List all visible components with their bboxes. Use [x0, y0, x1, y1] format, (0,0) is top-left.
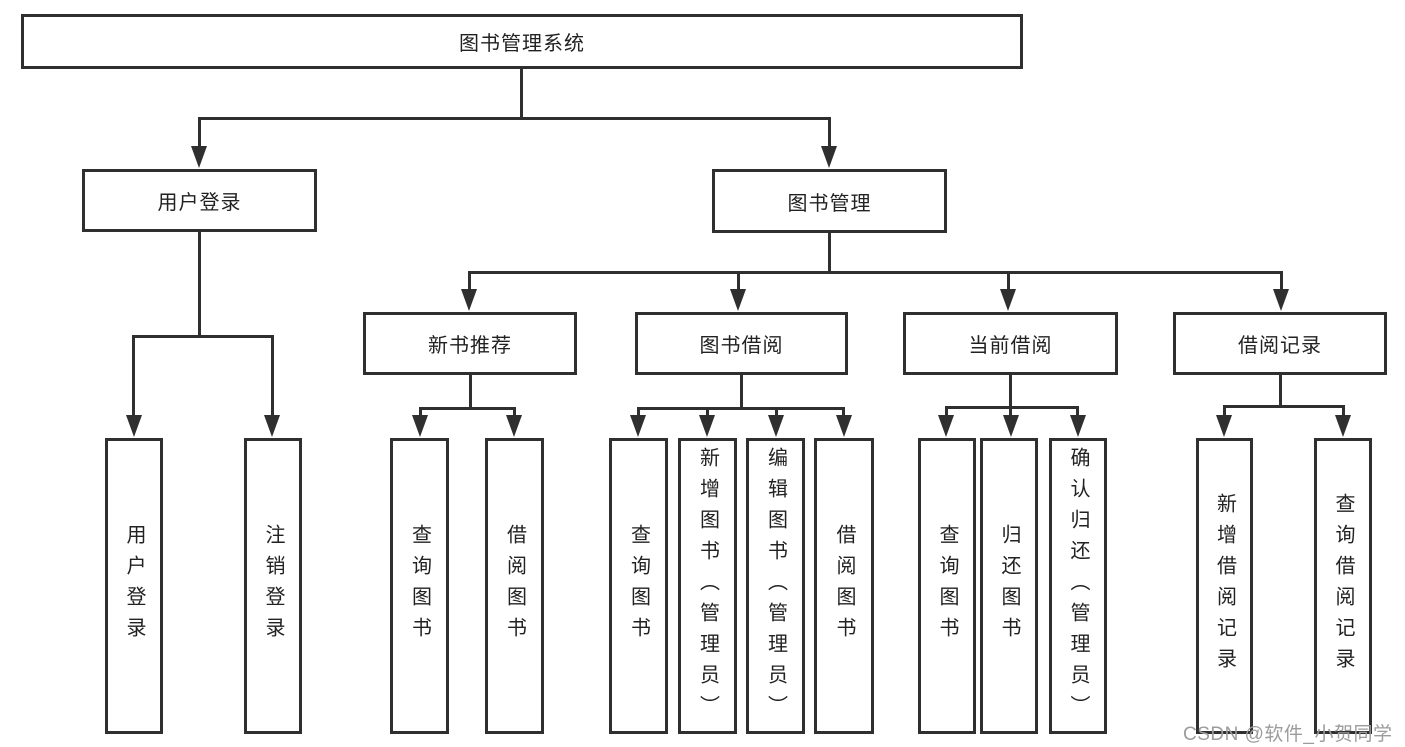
- arrow-down-icon: [1216, 415, 1232, 437]
- leaf-br-query-record: 查询借阅记录: [1314, 438, 1372, 734]
- node-user-login-branch-label: 用户登录: [157, 192, 242, 214]
- connector-line: [828, 233, 831, 271]
- connector-line: [419, 407, 515, 410]
- connector-line: [1076, 406, 1079, 419]
- node-book-management-label: 图书管理: [787, 192, 872, 215]
- leaf-bb-add-books-admin: 新增图书（管理员）: [678, 438, 737, 734]
- connector-line: [132, 335, 135, 417]
- connector-line: [1279, 375, 1282, 405]
- connector-line: [520, 69, 523, 117]
- connector-line: [133, 335, 274, 338]
- leaf-nb-borrow-books: 借阅图书: [485, 438, 544, 734]
- connector-line: [1007, 271, 1010, 291]
- leaf-bb-borrow-books: 借阅图书: [814, 438, 874, 734]
- connector-line: [1342, 405, 1345, 419]
- arrow-down-icon: [461, 289, 477, 311]
- connector-line: [1223, 405, 1226, 419]
- leaf-cb-query-books: 查询图书: [918, 438, 976, 734]
- connector-line: [271, 335, 274, 417]
- connector-line: [468, 271, 471, 291]
- arrow-down-icon: [836, 415, 852, 437]
- connector-line: [945, 406, 948, 419]
- node-library-system-label: 图书管理系统: [459, 33, 585, 55]
- arrow-down-icon: [1070, 415, 1086, 437]
- connector-line: [419, 407, 422, 419]
- leaf-bb-edit-books-admin: 编辑图书（管理员）: [746, 438, 805, 734]
- leaf-bb-borrow-books-label: 借阅图书: [833, 524, 855, 648]
- leaf-logout-label: 注销登录: [262, 524, 284, 648]
- node-user-login-branch: 用户登录: [82, 169, 317, 232]
- connector-line: [198, 117, 201, 147]
- leaf-cb-query-books-label: 查询图书: [936, 524, 958, 648]
- node-library-system: 图书管理系统: [21, 14, 1023, 69]
- node-new-book-recommend-label: 新书推荐: [428, 335, 512, 357]
- leaf-logout: 注销登录: [244, 438, 302, 734]
- node-current-borrow-label: 当前借阅: [968, 335, 1053, 357]
- connector-line: [775, 407, 778, 419]
- leaf-nb-query-books-label: 查询图书: [408, 524, 431, 648]
- connector-line: [1009, 406, 1012, 419]
- connector-line: [198, 117, 831, 120]
- node-borrow-records-label: 借阅记录: [1238, 335, 1322, 357]
- connector-line: [740, 375, 743, 407]
- leaf-cb-confirm-return-admin-label: 确认归还（管理员）: [1067, 446, 1089, 726]
- leaf-bb-query-books: 查询图书: [609, 438, 668, 734]
- arrow-down-icon: [191, 146, 207, 168]
- leaf-user-login: 用户登录: [105, 438, 163, 734]
- arrow-down-icon: [768, 415, 784, 437]
- node-borrow-records: 借阅记录: [1173, 312, 1387, 375]
- connector-line: [737, 271, 740, 291]
- connector-line: [945, 406, 1079, 409]
- arrow-down-icon: [126, 415, 142, 437]
- leaf-user-login-label: 用户登录: [123, 524, 145, 648]
- node-new-book-recommend: 新书推荐: [363, 312, 577, 375]
- connector-line: [1223, 405, 1344, 408]
- connector-line: [1009, 375, 1012, 406]
- leaf-br-add-record-label: 新增借阅记录: [1213, 493, 1236, 679]
- connector-line: [637, 407, 640, 419]
- leaf-bb-edit-books-admin-label: 编辑图书（管理员）: [764, 446, 787, 726]
- node-book-management: 图书管理: [712, 169, 947, 233]
- leaf-cb-return-books-label: 归还图书: [998, 524, 1020, 648]
- arrow-down-icon: [264, 415, 280, 437]
- connector-line: [842, 407, 845, 419]
- leaf-br-query-record-label: 查询借阅记录: [1332, 493, 1354, 679]
- connector-line: [828, 117, 831, 147]
- connector-line: [468, 271, 1282, 274]
- leaf-nb-query-books: 查询图书: [390, 438, 449, 734]
- connector-line: [198, 232, 201, 335]
- connector-line: [1280, 271, 1283, 291]
- leaf-bb-add-books-admin-label: 新增图书（管理员）: [696, 446, 719, 726]
- csdn-watermark: CSDN @软件_小贺同学: [1183, 724, 1393, 745]
- node-book-borrow: 图书借阅: [635, 312, 848, 375]
- arrow-down-icon: [699, 415, 715, 437]
- arrow-down-icon: [938, 415, 954, 437]
- arrow-down-icon: [730, 289, 746, 311]
- arrow-down-icon: [1000, 289, 1016, 311]
- connector-line: [513, 407, 516, 419]
- leaf-br-add-record: 新增借阅记录: [1196, 438, 1253, 734]
- leaf-cb-return-books: 归还图书: [980, 438, 1038, 734]
- connector-line: [469, 375, 472, 407]
- connector-line: [706, 407, 709, 419]
- node-book-borrow-label: 图书借阅: [699, 335, 784, 357]
- arrow-down-icon: [630, 415, 646, 437]
- arrow-down-icon: [1335, 415, 1351, 437]
- arrow-down-icon: [1003, 415, 1019, 437]
- arrow-down-icon: [506, 415, 522, 437]
- arrow-down-icon: [821, 146, 837, 168]
- arrow-down-icon: [412, 415, 428, 437]
- arrow-down-icon: [1273, 289, 1289, 311]
- node-current-borrow: 当前借阅: [903, 312, 1118, 375]
- leaf-bb-query-books-label: 查询图书: [627, 524, 650, 648]
- leaf-nb-borrow-books-label: 借阅图书: [503, 524, 526, 648]
- leaf-cb-confirm-return-admin: 确认归还（管理员）: [1049, 438, 1107, 734]
- connector-line: [637, 407, 845, 410]
